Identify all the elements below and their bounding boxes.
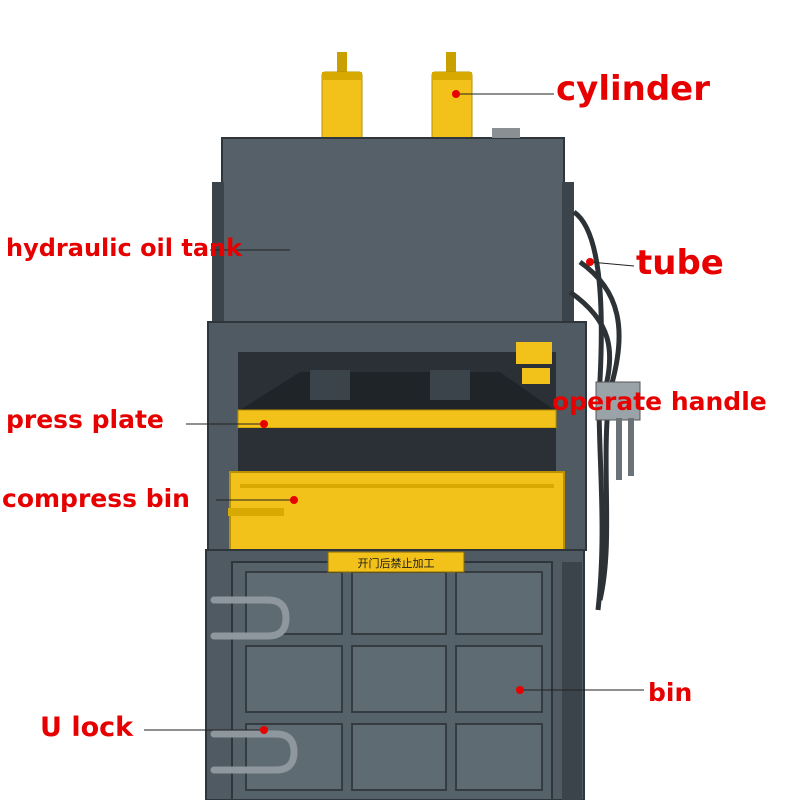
compress-bin [228,471,565,551]
press-plate [237,409,557,472]
leader-lines [144,93,644,731]
label-compress-bin: compress bin [2,484,190,513]
operate-handle [595,381,641,480]
leader-dots [260,90,594,734]
warning-plate [327,551,465,573]
label-hydraulic-oil-tank: hydraulic oil tank [6,234,243,262]
label-press-plate: press plate [6,405,164,434]
label-operate-handle: operate handle [552,387,767,416]
label-tube: tube [636,243,724,283]
bin-door [205,549,585,800]
warning-sign-text: 开门后禁止加工 [357,557,435,570]
label-cylinder: cylinder [556,69,710,109]
hydraulic-cylinders [321,52,473,141]
u-locks [210,596,298,774]
label-bin: bin [648,678,693,707]
oil-tank [212,128,574,323]
label-u-lock: U lock [40,712,134,743]
